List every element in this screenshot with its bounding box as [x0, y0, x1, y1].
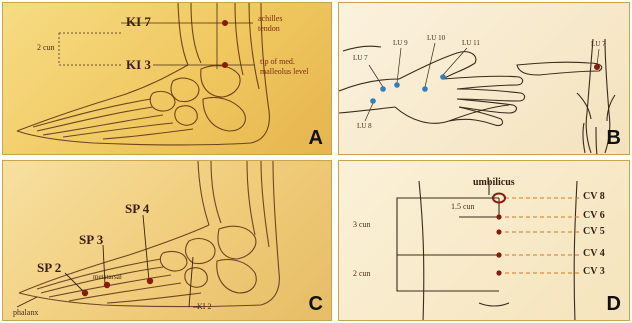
cun-3-label: 3 cun [353, 221, 371, 229]
panel-a-letter: A [309, 127, 323, 150]
sp3-label: SP 3 [79, 233, 103, 246]
panel-b-letter: B [607, 127, 621, 150]
achilles-label-line1: achilles [258, 15, 282, 23]
lu7-right-point [594, 64, 600, 70]
cv6-point [496, 214, 501, 219]
ki7-point [222, 20, 228, 26]
ki7-label: KI 7 [126, 15, 151, 28]
hand-illustration [339, 3, 630, 155]
cv3-point [496, 270, 501, 275]
cun-2-label: 2 cun [353, 270, 371, 278]
phalanx-label: phalanx [13, 309, 38, 317]
ki3-label: KI 3 [126, 58, 151, 71]
measure-2cun-label: 2 cun [37, 44, 55, 52]
lu9-point [394, 82, 400, 88]
foot-medial-illustration [3, 3, 332, 155]
lu7-right-label: LU 7 [591, 41, 606, 48]
cv3-label: CV 3 [583, 267, 605, 277]
umbilicus-label: umbilicus [473, 178, 515, 188]
lu10-label: LU 10 [427, 35, 445, 42]
panel-c-letter: C [309, 293, 323, 316]
tip-malleolus-label-line2: malleolus level [260, 68, 309, 76]
cv6-label: CV 6 [583, 211, 605, 221]
lu10-point [422, 86, 428, 92]
cv5-point [496, 229, 501, 234]
lu8-point [370, 98, 376, 104]
tip-malleolus-label-line1: tip of med. [260, 58, 295, 66]
lu11-point [440, 74, 446, 80]
sp4-label: SP 4 [125, 202, 149, 215]
lu9-label: LU 9 [393, 40, 408, 47]
panel-b: LU 7 LU 9 LU 10 LU 11 LU 8 LU 7 B [338, 2, 630, 155]
cv8-label: CV 8 [583, 192, 605, 202]
metatarsal-label: metatarsal [93, 274, 122, 281]
achilles-label-line2: tendon [258, 25, 280, 33]
lu7-label: LU 7 [353, 55, 368, 62]
foot-sp-illustration [3, 161, 332, 321]
ki2-label: KI 2 [197, 303, 211, 311]
cun-1-5-label: 1.5 cun [451, 203, 475, 211]
sp2-label: SP 2 [37, 261, 61, 274]
cv4-point [496, 252, 501, 257]
sp2-point [82, 290, 88, 296]
lu7-point [380, 86, 386, 92]
panel-d-letter: D [607, 293, 621, 316]
sp4-point [147, 278, 153, 284]
ki3-point [222, 62, 228, 68]
panel-a: KI 7 KI 3 2 cun achilles tendon tip of m… [2, 2, 332, 155]
cv5-label: CV 5 [583, 227, 605, 237]
lu8-label: LU 8 [357, 123, 372, 130]
cv4-label: CV 4 [583, 249, 605, 259]
sp3-point [104, 282, 110, 288]
panel-c: SP 2 SP 3 SP 4 KI 2 phalanx metatarsal C [2, 160, 332, 321]
lu11-label: LU 11 [462, 40, 480, 47]
panel-d: umbilicus 1.5 cun 3 cun 2 cun CV 8 CV 6 … [338, 160, 630, 321]
